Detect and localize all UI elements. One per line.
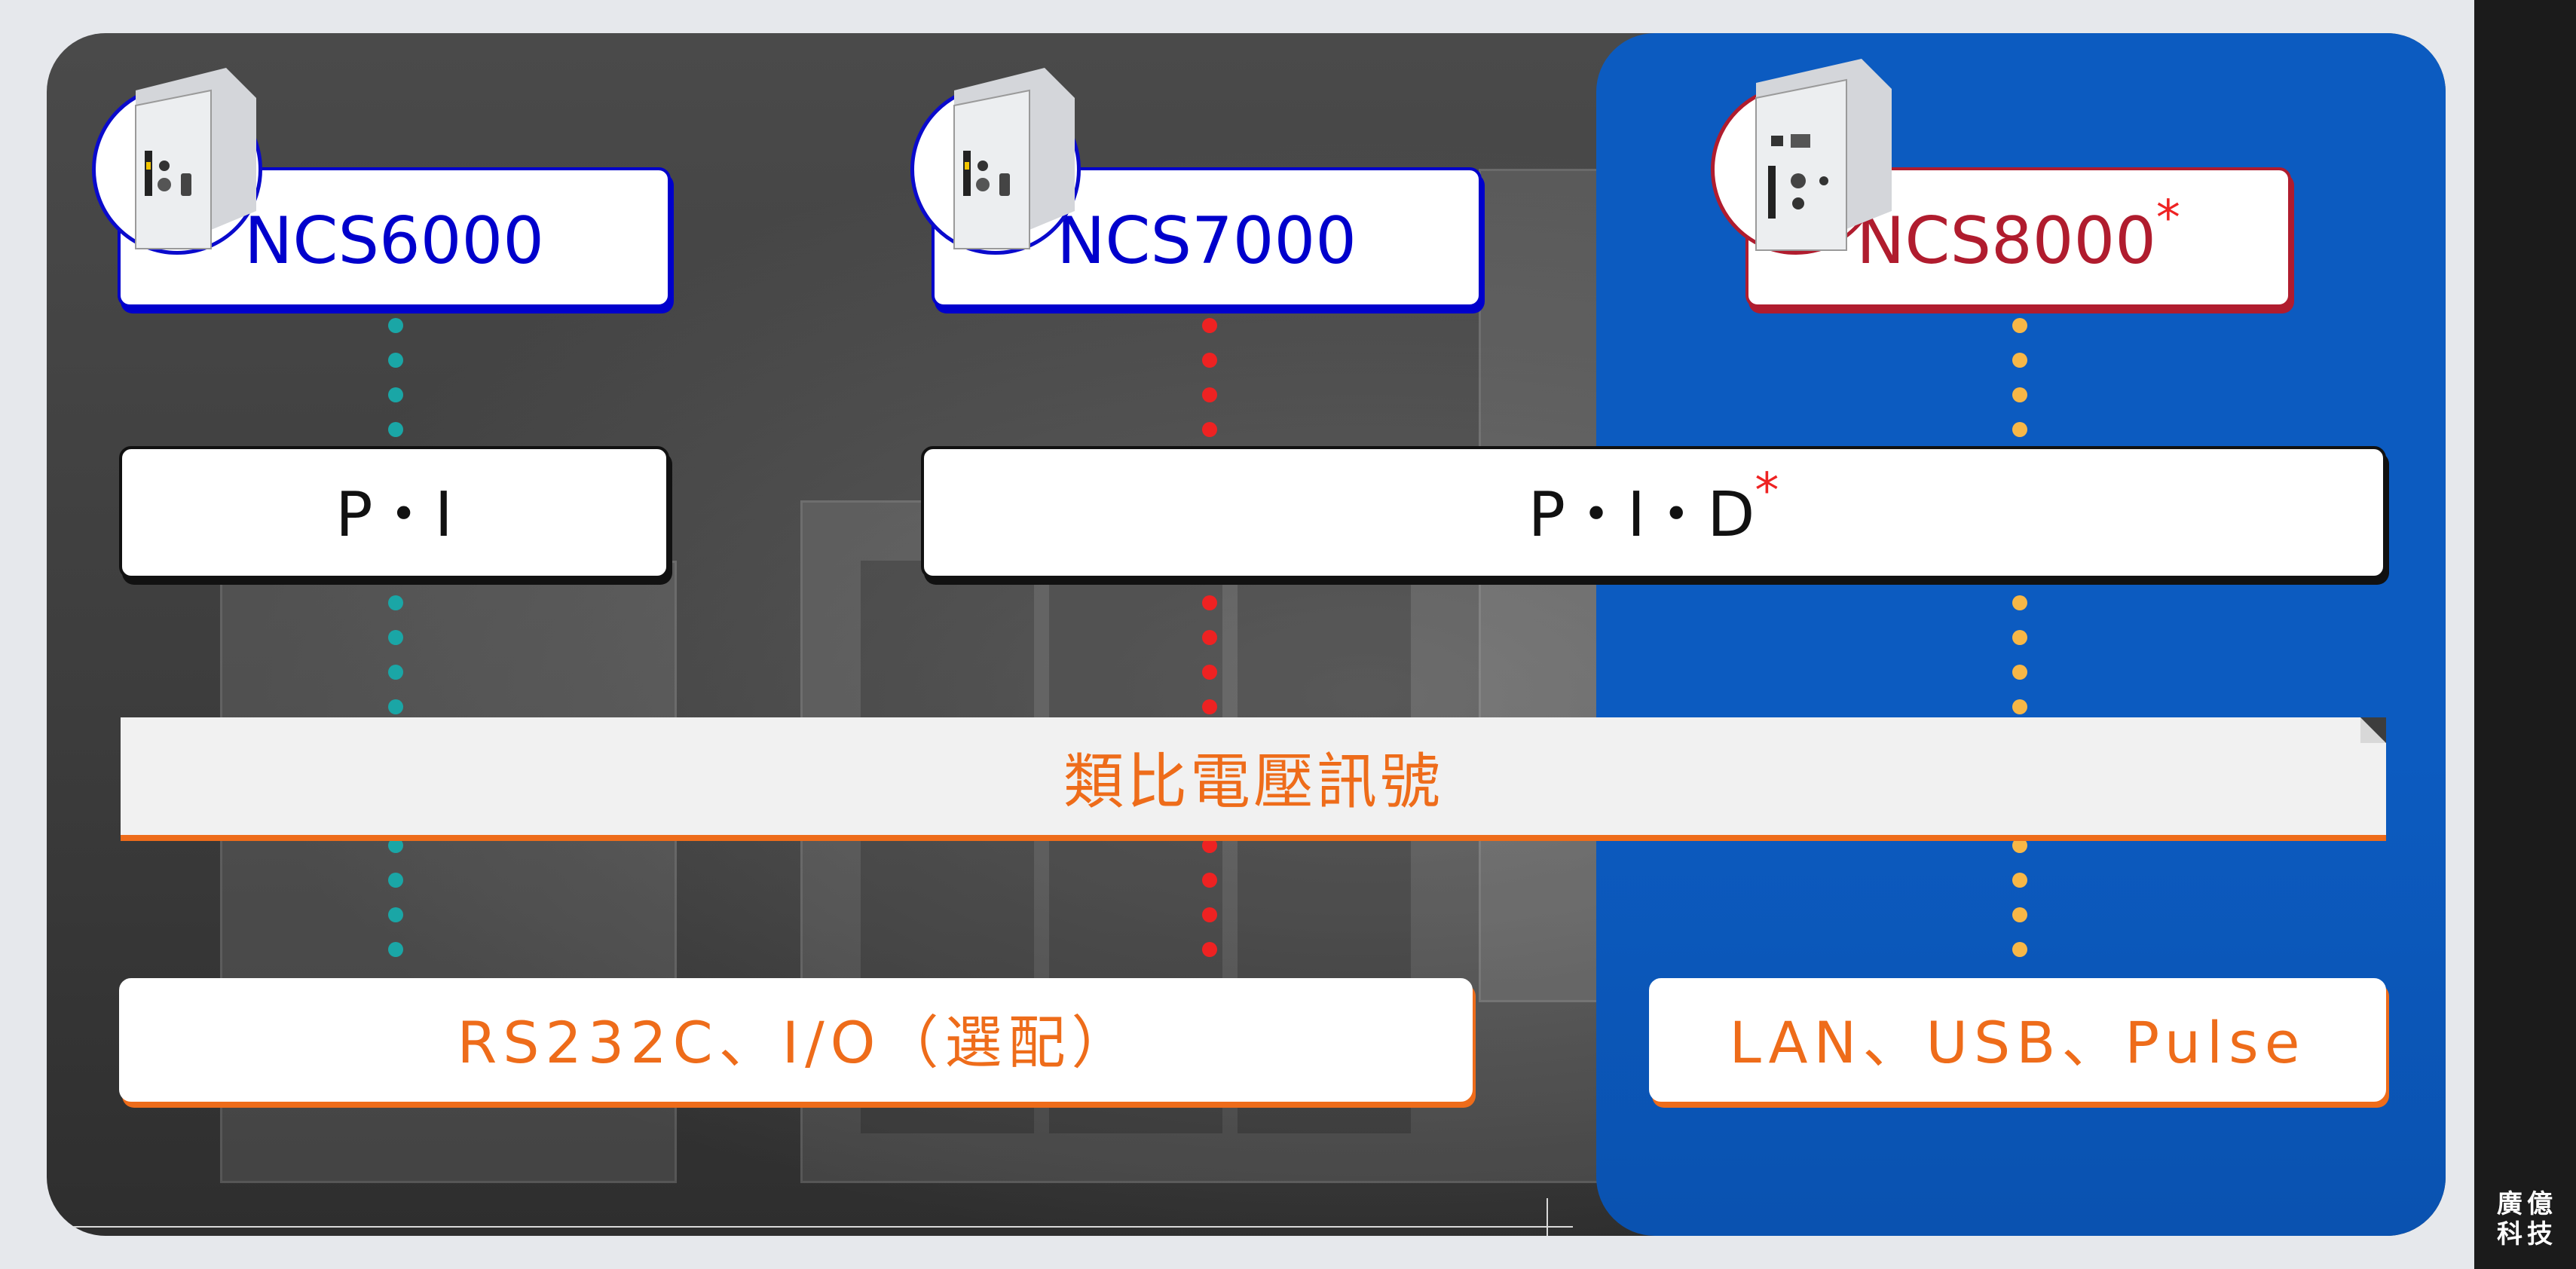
connector-dot: [2012, 699, 2027, 714]
interface-box-lan-usb: LAN、USB、Pulse: [1649, 978, 2386, 1102]
connector-dot: [1202, 387, 1217, 402]
right-side-bar: [2474, 0, 2576, 1269]
connector-dot: [388, 665, 403, 680]
connector-dot: [2012, 838, 2027, 853]
connector-dot: [2012, 422, 2027, 437]
connector-dot: [388, 595, 403, 610]
connector-dot: [2012, 942, 2027, 957]
connector-dot: [1202, 595, 1217, 610]
controller-title: NCS7000: [1057, 203, 1357, 279]
control-mode-label: P・I・D*: [1528, 463, 1779, 551]
connector-dot: [2012, 318, 2027, 333]
interface-box-rs232c: RS232C、I/O（選配）: [119, 978, 1473, 1102]
connector-dot: [1202, 422, 1217, 437]
connector-dot: [1202, 838, 1217, 853]
connector-dot: [2012, 665, 2027, 680]
connector-dot: [388, 318, 403, 333]
brand-logo: 廣億 科技: [2486, 1189, 2568, 1249]
controller-title: NCS6000: [244, 203, 544, 279]
interface-label: LAN、USB、Pulse: [1729, 1009, 2306, 1076]
connector-dot: [388, 387, 403, 402]
connector-dot: [2012, 387, 2027, 402]
interface-label: RS232C、I/O（選配）: [457, 1009, 1135, 1076]
page-fold-corner: [2360, 717, 2386, 743]
controller-device-icon: [1755, 59, 1892, 251]
controller-device-icon: [135, 68, 256, 249]
connector-dot: [388, 838, 403, 853]
connector-dot: [388, 907, 403, 922]
control-mode-pid: P・I・D*: [921, 446, 2386, 579]
analog-signal-label: 類比電壓訊號: [1063, 747, 1443, 817]
connector-dot: [1202, 907, 1217, 922]
connector-dot: [1202, 873, 1217, 888]
brand-line-1: 廣億: [2497, 1189, 2557, 1219]
connector-dot: [2012, 595, 2027, 610]
connector-dot: [1202, 318, 1217, 333]
connector-dot: [1202, 665, 1217, 680]
connector-dot: [2012, 630, 2027, 645]
connector-dot: [1202, 699, 1217, 714]
connector-dot: [388, 422, 403, 437]
connector-dot: [2012, 907, 2027, 922]
connector-dot: [1202, 630, 1217, 645]
controller-title: NCS8000*: [1856, 191, 2180, 279]
connector-dot: [388, 942, 403, 957]
connector-dot: [2012, 353, 2027, 368]
analog-signal-banner: 類比電壓訊號: [121, 717, 2386, 841]
controller-device-icon: [953, 68, 1075, 249]
control-mode-pi: P・I: [119, 446, 669, 579]
brand-line-2: 科技: [2497, 1219, 2557, 1249]
connector-dot: [1202, 353, 1217, 368]
connector-dot: [388, 353, 403, 368]
connector-dot: [2012, 873, 2027, 888]
connector-dot: [388, 699, 403, 714]
connector-dot: [1202, 942, 1217, 957]
control-mode-label: P・I: [335, 479, 453, 551]
connector-dot: [388, 873, 403, 888]
divider-tick: [1547, 1198, 1548, 1236]
connector-dot: [388, 630, 403, 645]
divider-line: [47, 1226, 1573, 1228]
